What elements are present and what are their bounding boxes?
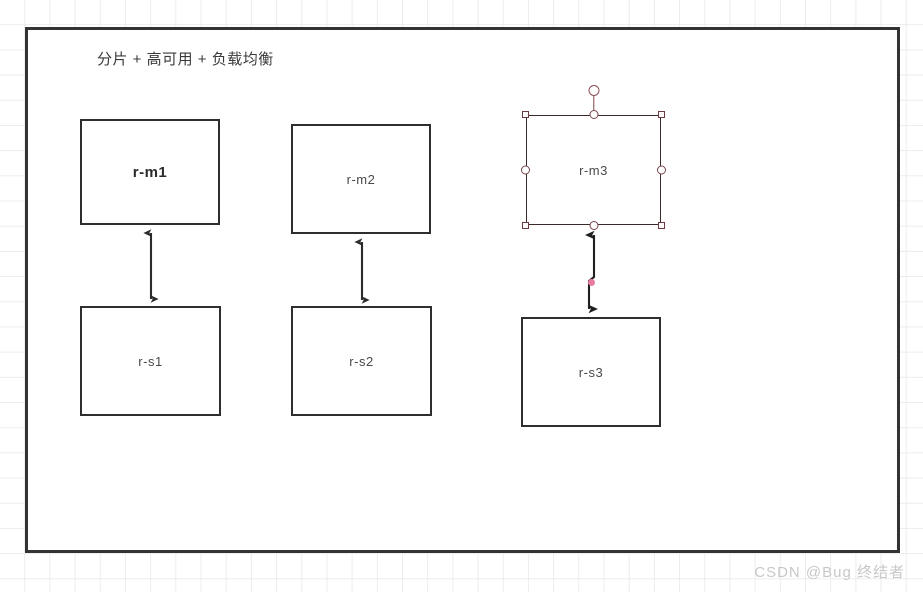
resize-handle-top-right[interactable] — [658, 111, 665, 118]
resize-handle-left-middle[interactable] — [521, 165, 530, 175]
resize-handle-top-middle[interactable] — [589, 110, 598, 119]
node-r-s1[interactable]: r-s1 — [80, 306, 221, 416]
watermark: CSDN @Bug 终结者 — [754, 564, 905, 581]
resize-handle-bottom-left[interactable] — [522, 222, 529, 229]
rotate-handle[interactable] — [588, 85, 599, 96]
node-label: r-s3 — [578, 364, 604, 380]
connector-waypoint-handle[interactable] — [588, 279, 595, 286]
node-r-s3[interactable]: r-s3 — [521, 317, 661, 427]
connector-rm3-rs3[interactable] — [582, 223, 604, 321]
node-label: r-m2 — [346, 171, 376, 187]
connector-rm1-rs1[interactable] — [143, 223, 159, 309]
resize-handle-bottom-right[interactable] — [658, 222, 665, 229]
node-r-m2[interactable]: r-m2 — [291, 124, 431, 234]
drawing-page[interactable]: 分片 + 高可用 + 负载均衡 — [25, 27, 900, 553]
resize-handle-top-left[interactable] — [522, 111, 529, 118]
node-r-m1[interactable]: r-m1 — [80, 119, 220, 225]
connector-rm2-rs2[interactable] — [354, 232, 370, 310]
node-label: r-s1 — [138, 353, 163, 369]
resize-handle-right-middle[interactable] — [657, 165, 666, 175]
node-r-m3[interactable]: r-m3 — [526, 115, 661, 225]
node-label: r-m3 — [579, 162, 608, 178]
page-title: 分片 + 高可用 + 负载均衡 — [97, 51, 274, 68]
node-label: r-s2 — [349, 353, 374, 369]
resize-handle-bottom-middle[interactable] — [589, 221, 598, 230]
node-r-s2[interactable]: r-s2 — [291, 306, 432, 416]
node-label: r-m1 — [132, 163, 168, 181]
